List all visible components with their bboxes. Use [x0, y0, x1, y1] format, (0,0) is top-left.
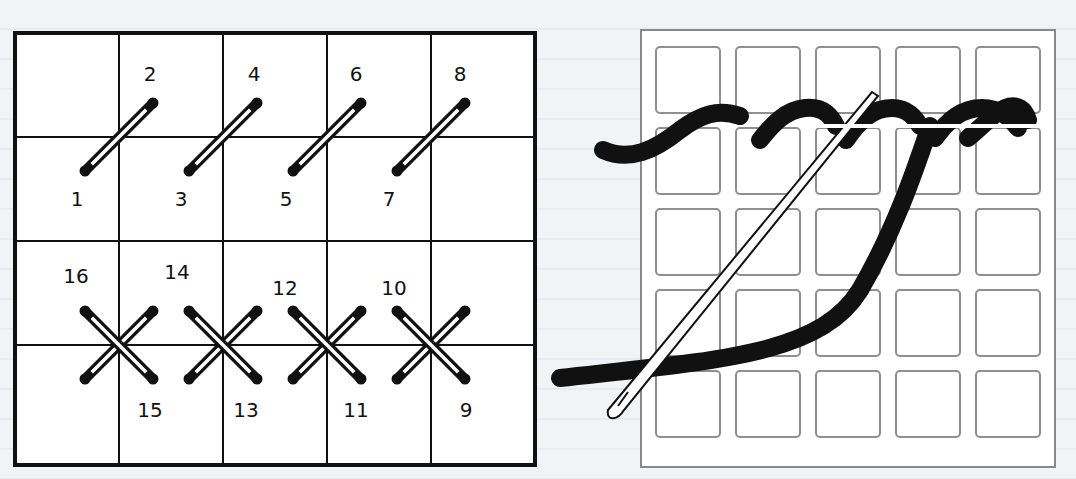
needle — [608, 92, 1040, 418]
stitch-line — [397, 311, 465, 379]
stitch-dot — [148, 374, 159, 385]
stitch-line — [92, 318, 146, 372]
callout-number: 5 — [278, 188, 295, 210]
callout-number: 6 — [348, 63, 365, 85]
stitch-line — [300, 110, 354, 164]
stitch-line — [293, 103, 361, 171]
stitch-line — [404, 318, 458, 372]
stitch-line — [196, 110, 250, 164]
stitch-line — [196, 318, 250, 372]
canvas-hole — [896, 209, 960, 275]
stitch-line — [397, 311, 465, 379]
stitch-line — [293, 311, 361, 379]
callout-number: 8 — [452, 63, 469, 85]
stitch-dot — [252, 374, 263, 385]
stitch-line — [397, 103, 465, 171]
stitch-dot — [288, 166, 299, 177]
stitch-dot — [392, 374, 403, 385]
stitch-marks — [80, 98, 471, 385]
canvas-hole — [656, 371, 720, 437]
stitch-dot — [460, 98, 471, 109]
stitch-line — [85, 311, 153, 379]
stitch-line — [189, 311, 257, 379]
callout-number: 13 — [231, 399, 260, 421]
stitch-line — [404, 318, 458, 372]
stitch-dot — [356, 98, 367, 109]
stitch-dot — [80, 306, 91, 317]
canvas-hole — [976, 371, 1040, 437]
stitch-dot — [184, 306, 195, 317]
canvas-hole — [816, 371, 880, 437]
stitch-line — [92, 318, 146, 372]
canvas-hole — [656, 209, 720, 275]
callout-number: 4 — [246, 63, 263, 85]
stitch-dot — [252, 98, 263, 109]
canvas-hole — [656, 47, 720, 113]
stitch-dot — [460, 306, 471, 317]
canvas-hole — [976, 128, 1040, 194]
stitch-dot — [460, 374, 471, 385]
stitch-dot — [252, 306, 263, 317]
canvas-hole — [976, 209, 1040, 275]
stitch-line — [196, 318, 250, 372]
stitch-dot — [184, 374, 195, 385]
stitch-dot — [80, 374, 91, 385]
stitch-dot — [288, 306, 299, 317]
canvas-hole-line — [815, 124, 1040, 128]
stitch-dot — [392, 166, 403, 177]
stitch-line — [293, 311, 361, 379]
stitch-line — [300, 318, 354, 372]
stitch-line — [404, 110, 458, 164]
stitch-line — [189, 103, 257, 171]
callout-number: 11 — [341, 399, 370, 421]
stitch-dot — [148, 98, 159, 109]
callout-number: 9 — [458, 399, 475, 421]
stitch-dot — [356, 374, 367, 385]
callout-number: 2 — [142, 63, 159, 85]
stitch-dot — [356, 306, 367, 317]
callout-number: 12 — [270, 277, 299, 299]
stitch-dot — [148, 306, 159, 317]
callout-number: 16 — [61, 265, 90, 287]
stitch-dot — [80, 166, 91, 177]
canvas-panel — [641, 30, 1055, 467]
stitch-dot — [392, 306, 403, 317]
stitch-grid — [15, 33, 535, 465]
stitch-dot — [288, 374, 299, 385]
callout-number: 15 — [135, 399, 164, 421]
stitch-line — [85, 103, 153, 171]
stitch-line — [92, 110, 146, 164]
stitch-line — [189, 311, 257, 379]
callout-number: 10 — [379, 277, 408, 299]
callout-number: 14 — [162, 261, 191, 283]
canvas-hole — [896, 371, 960, 437]
stitch-line — [85, 311, 153, 379]
stitch-line — [300, 318, 354, 372]
canvas-hole — [976, 290, 1040, 356]
canvas-hole — [896, 290, 960, 356]
thread — [560, 106, 1028, 378]
canvas-hole — [736, 371, 800, 437]
callout-number: 1 — [69, 188, 86, 210]
callout-number: 7 — [381, 188, 398, 210]
stitch-dot — [184, 166, 195, 177]
callout-number: 3 — [173, 188, 190, 210]
